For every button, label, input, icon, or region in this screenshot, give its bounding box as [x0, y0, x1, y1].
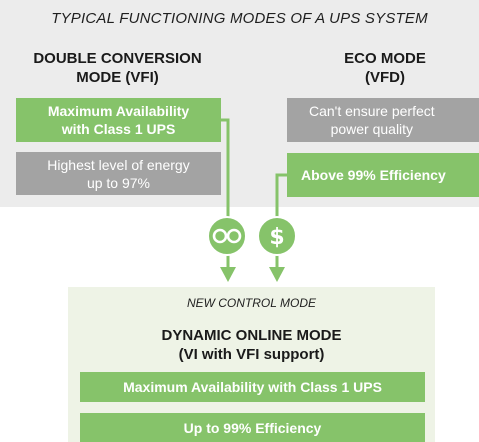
dynamic-max-availability-box: Maximum Availability with Class 1 UPS: [80, 372, 425, 402]
infinity-loop-icon: [207, 216, 247, 256]
energy-level-line1: Highest level of energy: [47, 156, 190, 173]
energy-level-line2: up to 97%: [86, 174, 151, 191]
energy-level-box: Highest level of energy up to 97%: [16, 152, 221, 195]
dynamic-online-title-line1: DYNAMIC ONLINE MODE: [161, 327, 342, 344]
above-99-efficiency-box: Above 99% Efficiency: [287, 153, 479, 197]
eco-mode-title: ECO MODE (VFD): [285, 49, 479, 87]
double-conversion-title-line2: MODE (VFI): [76, 69, 159, 86]
new-control-mode-label: NEW CONTROL MODE: [186, 296, 317, 310]
svg-text:$: $: [269, 225, 284, 250]
double-conversion-title: DOUBLE CONVERSION MODE (VFI): [10, 49, 225, 87]
left-connector: [220, 118, 236, 282]
dynamic-efficiency-text: Up to 99% Efficiency: [183, 419, 322, 436]
double-conversion-title-line1: DOUBLE CONVERSION: [33, 50, 202, 67]
diagram-title: TYPICAL FUNCTIONING MODES OF A UPS SYSTE…: [51, 10, 428, 27]
max-availability-line1: Maximum Availability: [47, 103, 190, 119]
dynamic-online-mode-title: DYNAMIC ONLINE MODE (VI with VFI support…: [68, 326, 435, 364]
power-quality-box: Can't ensure perfect power quality: [287, 98, 479, 142]
dynamic-online-title-line2: (VI with VFI support): [178, 346, 325, 363]
above-99-efficiency-text: Above 99% Efficiency: [301, 167, 446, 183]
power-quality-line1: Can't ensure perfect: [309, 103, 435, 119]
dynamic-max-availability-text: Maximum Availability with Class 1 UPS: [123, 379, 382, 395]
max-availability-box: Maximum Availability with Class 1 UPS: [16, 98, 221, 142]
max-availability-line2: with Class 1 UPS: [61, 121, 176, 137]
dollar-sign-icon: $: [257, 216, 297, 256]
power-quality-line2: power quality: [330, 121, 414, 137]
eco-mode-title-line1: ECO MODE: [344, 50, 426, 67]
dynamic-efficiency-box: Up to 99% Efficiency: [80, 413, 425, 442]
eco-mode-title-line2: (VFD): [365, 69, 405, 86]
